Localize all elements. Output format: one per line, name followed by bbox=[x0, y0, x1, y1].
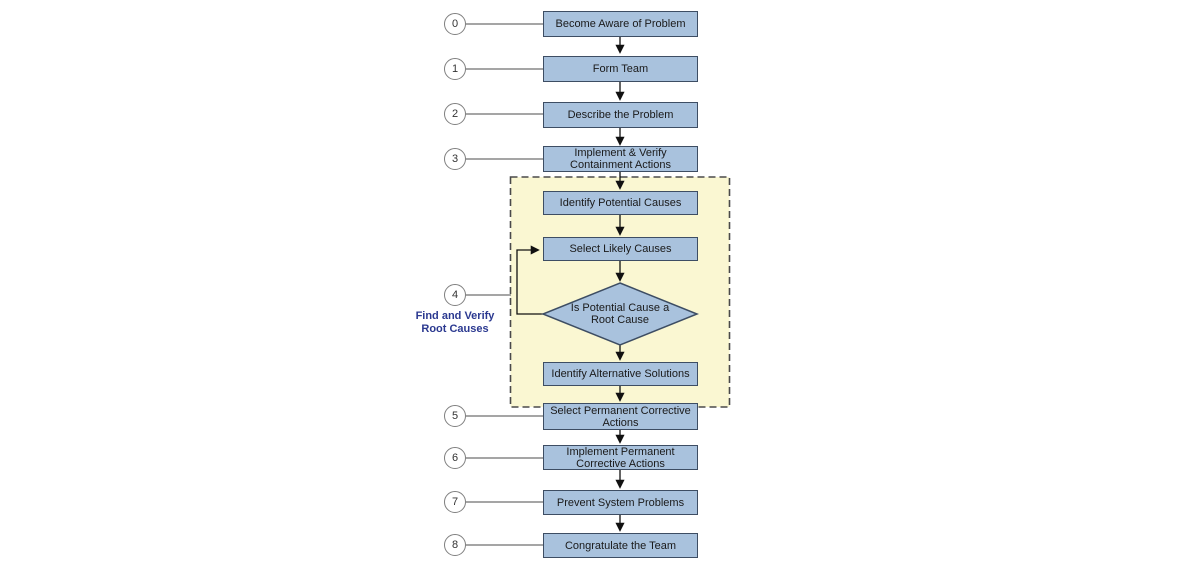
process-box-implement-permanent-corrective: Implement Permanent Corrective Actions bbox=[543, 445, 698, 470]
step-badge-6-number: 6 bbox=[451, 452, 459, 464]
process-box-identify-alternative-solutions: Identify Alternative Solutions bbox=[543, 362, 698, 386]
step-badge-3: 3 bbox=[444, 148, 466, 170]
process-box-containment-actions-line2: Containment Actions bbox=[570, 159, 671, 171]
process-box-become-aware-label: Become Aware of Problem bbox=[555, 18, 686, 30]
process-box-select-permanent-corrective-line1: Select Permanent Corrective bbox=[550, 404, 691, 417]
root-cause-side-label-line1: Find and Verify bbox=[415, 310, 495, 322]
process-box-implement-permanent-corrective-line1: Implement Permanent bbox=[566, 445, 675, 458]
step-badge-8-number: 8 bbox=[451, 539, 459, 551]
decision-label: Is Potential Cause a Root Cause bbox=[550, 302, 690, 326]
step-badge-7-number: 7 bbox=[451, 496, 459, 508]
process-box-select-likely-causes-label: Select Likely Causes bbox=[569, 243, 672, 255]
step-badge-0-number: 0 bbox=[451, 18, 459, 30]
process-box-congratulate-team-label: Congratulate the Team bbox=[564, 539, 677, 552]
step-badge-2: 2 bbox=[444, 103, 466, 125]
step-badge-3-number: 3 bbox=[451, 153, 459, 165]
root-cause-side-label: Find and Verify Root Causes bbox=[403, 310, 507, 336]
process-box-identify-potential-causes: Identify Potential Causes bbox=[543, 191, 698, 215]
process-box-describe-problem: Describe the Problem bbox=[543, 102, 698, 128]
step-badge-5-number: 5 bbox=[451, 410, 459, 422]
root-cause-side-label-line2: Root Causes bbox=[421, 323, 489, 335]
process-box-prevent-system-problems-label: Prevent System Problems bbox=[556, 496, 685, 509]
decision-label-line1: Is Potential Cause a bbox=[570, 302, 670, 314]
decision-diamond bbox=[540, 282, 700, 346]
step-badge-6: 6 bbox=[444, 447, 466, 469]
process-box-form-team: Form Team bbox=[543, 56, 698, 82]
process-box-implement-permanent-corrective-line2: Corrective Actions bbox=[576, 457, 665, 470]
process-box-select-likely-causes: Select Likely Causes bbox=[543, 237, 698, 261]
step-badge-8: 8 bbox=[444, 534, 466, 556]
process-box-identify-alternative-solutions-label: Identify Alternative Solutions bbox=[551, 368, 690, 380]
step-badge-5: 5 bbox=[444, 405, 466, 427]
step-badge-4: 4 bbox=[444, 284, 466, 306]
step-badge-4-number: 4 bbox=[451, 289, 459, 301]
process-box-select-permanent-corrective-line2: Actions bbox=[602, 416, 639, 429]
step-badge-2-number: 2 bbox=[451, 108, 459, 120]
step-badge-1: 1 bbox=[444, 58, 466, 80]
step-badge-7: 7 bbox=[444, 491, 466, 513]
process-box-describe-problem-label: Describe the Problem bbox=[567, 109, 674, 121]
process-box-identify-potential-causes-label: Identify Potential Causes bbox=[559, 197, 682, 209]
process-box-prevent-system-problems: Prevent System Problems bbox=[543, 490, 698, 515]
step-badge-1-number: 1 bbox=[451, 63, 459, 75]
process-box-form-team-label: Form Team bbox=[592, 63, 649, 75]
process-box-congratulate-team: Congratulate the Team bbox=[543, 533, 698, 558]
process-box-select-permanent-corrective: Select Permanent Corrective Actions bbox=[543, 403, 698, 430]
process-box-containment-actions: Implement & Verify Containment Actions bbox=[543, 146, 698, 172]
feedback-loop-decision-to-select-causes bbox=[516, 245, 544, 315]
step-badge-0: 0 bbox=[444, 13, 466, 35]
decision-label-line2: Root Cause bbox=[590, 314, 650, 326]
process-box-containment-actions-line1: Implement & Verify bbox=[574, 147, 667, 159]
process-box-become-aware: Become Aware of Problem bbox=[543, 11, 698, 37]
